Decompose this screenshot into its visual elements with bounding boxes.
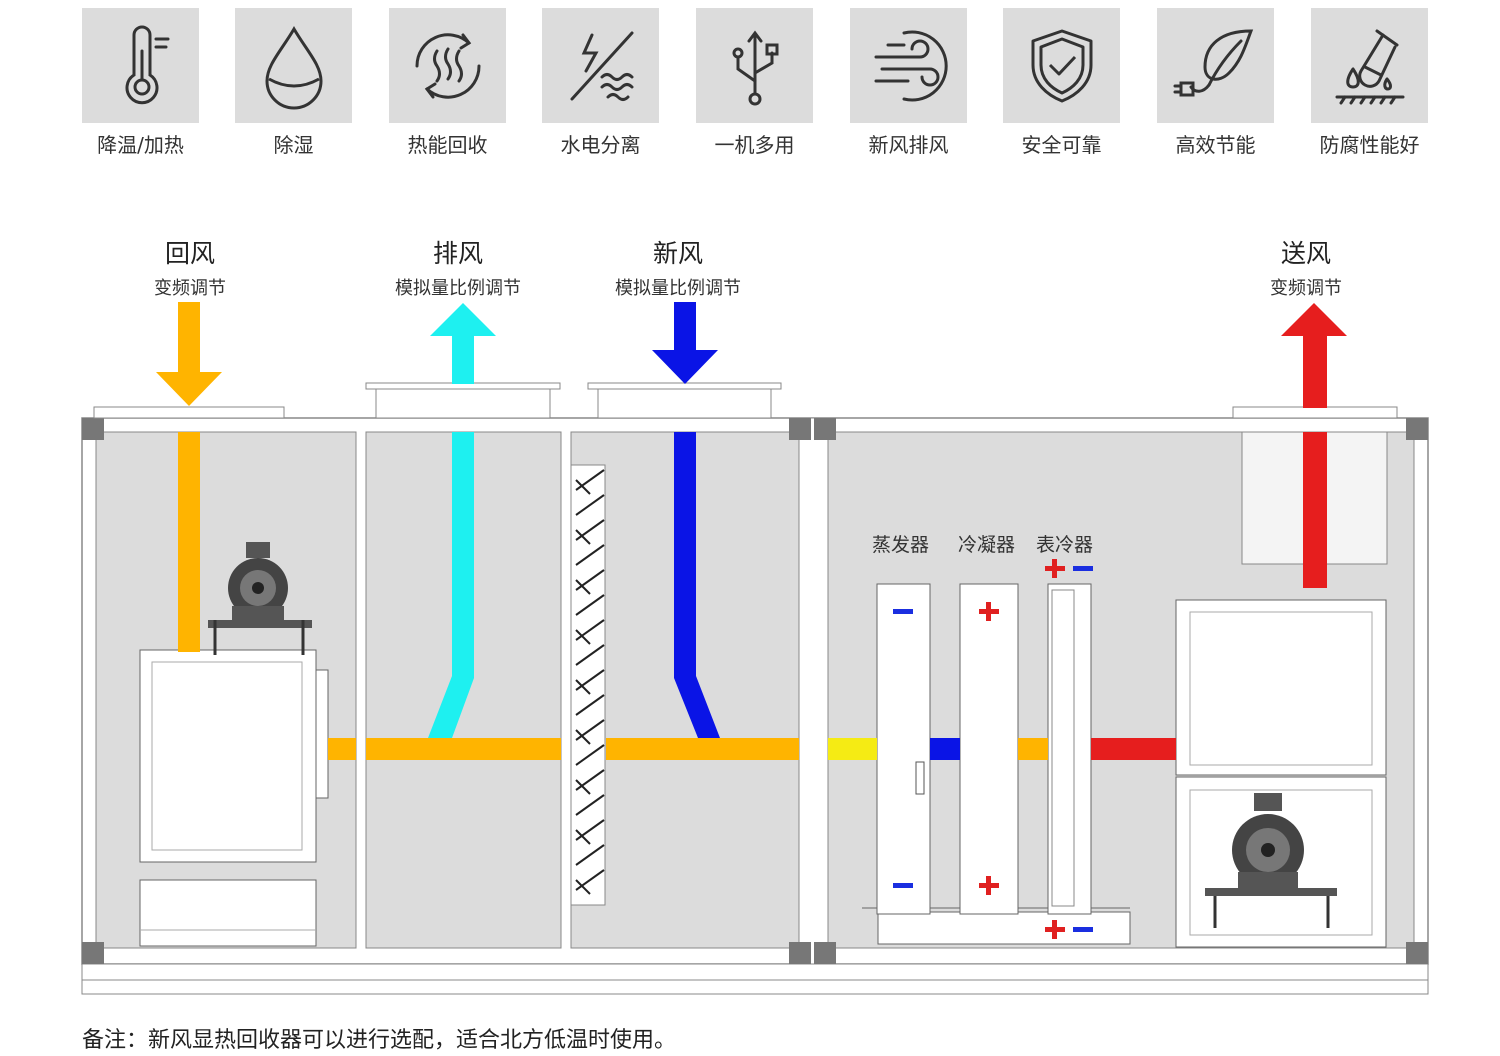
water-drop-icon (264, 25, 323, 109)
supply-air-title: 送风 (1280, 239, 1331, 268)
airflow-paths (178, 432, 1327, 760)
condenser-label: 冷凝器 (958, 534, 1016, 556)
fresh-air-label: 新风 模拟量比例调节 (598, 234, 758, 300)
feature-label: 除湿 (273, 133, 314, 157)
footnote: 备注：新风显热回收器可以进行选配，适合北方低温时使用。 (82, 1028, 677, 1053)
damper (570, 464, 606, 906)
return-air-title: 回风 (164, 239, 215, 268)
return-fan-unit (139, 542, 329, 947)
usb-icon (732, 30, 778, 105)
heat-recycle-icon (414, 32, 481, 99)
supply-air-subtitle: 变频调节 (1270, 278, 1342, 299)
supply-fan-unit (1175, 599, 1387, 948)
feature-safe-reliable: 安全可靠 (1003, 8, 1120, 158)
evaporator-label: 蒸发器 (872, 534, 930, 556)
airflow-arrows (156, 302, 1347, 408)
feature-fresh-exhaust: 新风排风 (850, 8, 967, 158)
return-air-label: 回风 变频调节 (130, 234, 250, 300)
condenser-coil (959, 583, 1019, 915)
feature-multi-use: 一机多用 (696, 8, 813, 158)
feature-water-electric: 水电分离 (542, 8, 659, 158)
feature-anti-corrosion: 防腐性能好 (1311, 8, 1428, 158)
feature-label: 高效节能 (1175, 133, 1256, 157)
fresh-air-title: 新风 (652, 239, 703, 268)
exhaust-air-subtitle: 模拟量比例调节 (395, 278, 521, 299)
feature-label: 水电分离 (560, 133, 641, 157)
feature-label: 防腐性能好 (1319, 133, 1420, 157)
wind-icon (874, 30, 948, 101)
feature-label: 降温/加热 (97, 133, 184, 157)
feature-label: 一机多用 (714, 133, 795, 157)
feature-cooling-heating: 降温/加热 (82, 8, 199, 158)
supply-air-label: 送风 变频调节 (1246, 234, 1366, 300)
feature-heat-recovery: 热能回收 (389, 8, 506, 158)
feature-dehumidify: 除湿 (235, 8, 352, 158)
exhaust-air-label: 排风 模拟量比例调节 (378, 234, 538, 300)
feature-label: 热能回收 (407, 133, 488, 157)
leaf-plug-icon (1173, 28, 1253, 96)
surface-cooler-coil (1045, 559, 1093, 939)
thermometer-icon (125, 25, 169, 104)
feature-energy-saving: 高效节能 (1157, 8, 1274, 158)
shield-check-icon (1031, 29, 1092, 102)
feature-label: 安全可靠 (1021, 133, 1102, 157)
fresh-air-subtitle: 模拟量比例调节 (615, 278, 741, 299)
return-air-subtitle: 变频调节 (154, 278, 226, 299)
feature-label: 新风排风 (868, 133, 949, 157)
evaporator-coil (876, 583, 931, 915)
exhaust-air-title: 排风 (432, 239, 483, 268)
test-tube-icon (1335, 29, 1404, 104)
surface-cooler-label: 表冷器 (1036, 534, 1094, 556)
water-electric-separation-icon (570, 31, 633, 101)
